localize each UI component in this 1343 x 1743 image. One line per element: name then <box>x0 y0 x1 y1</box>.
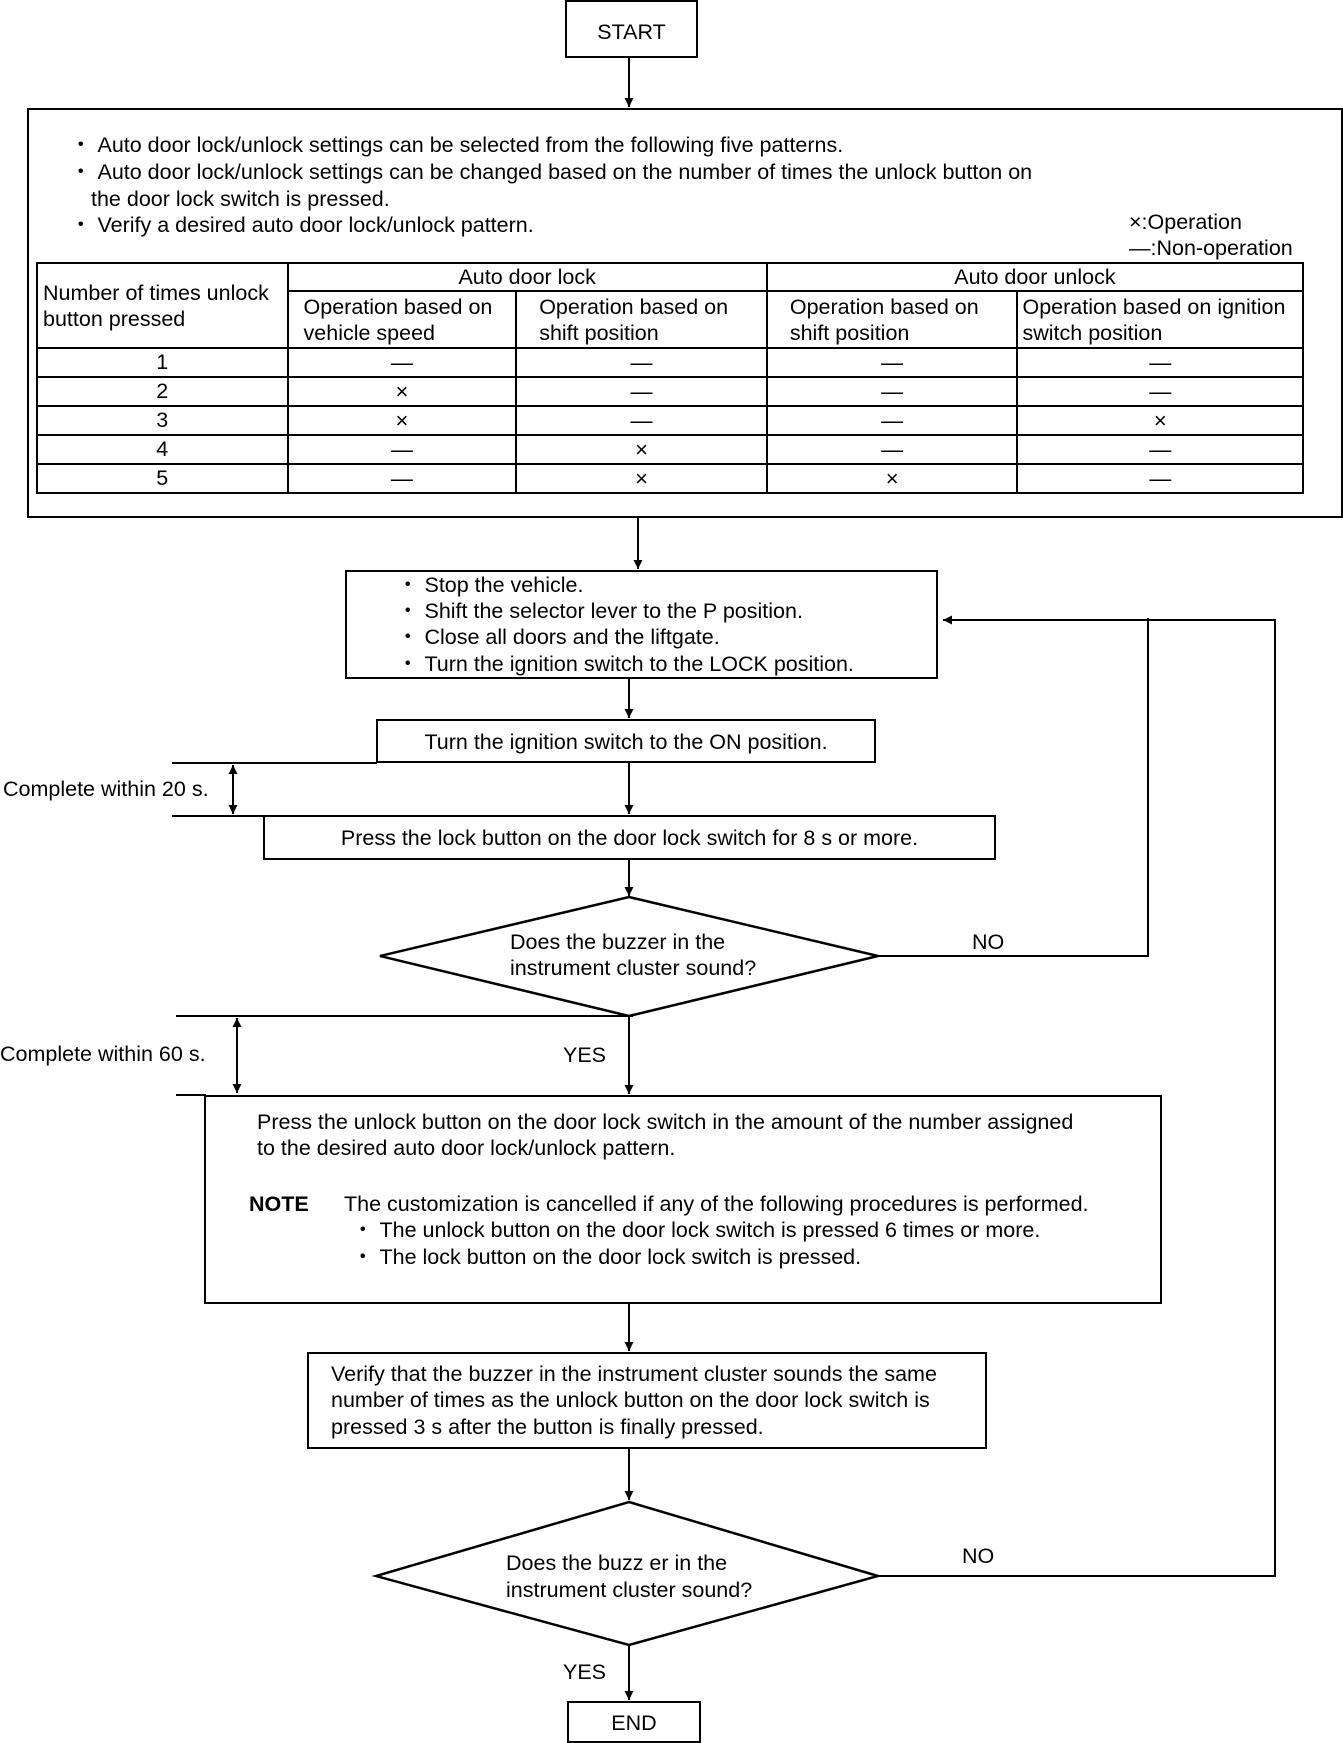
legend-non-operation: —:Non-operation <box>1129 236 1293 260</box>
table-cell: — <box>765 376 1019 407</box>
step3-box: Press the lock button on the door lock s… <box>263 815 996 860</box>
table-cell: — <box>1016 376 1304 407</box>
step2-text: Turn the ignition switch to the ON posit… <box>424 730 828 754</box>
decision1-yes-label: YES <box>563 1043 607 1067</box>
table-cell: × <box>286 405 518 436</box>
pattern-table: Number of times unlock button pressed Au… <box>36 262 1305 494</box>
table-cell: — <box>765 347 1019 378</box>
start-terminal: START <box>565 0 698 58</box>
table-cell: — <box>1016 463 1304 494</box>
step3-text: Press the lock button on the door lock s… <box>340 826 919 850</box>
table-row: 3 × — — × <box>36 405 1304 436</box>
group-auto-lock: Auto door lock <box>286 262 768 292</box>
step5-line-1: Verify that the buzzer in the instrument… <box>331 1362 937 1386</box>
step5-line-3: pressed 3 s after the button is finally … <box>331 1415 764 1439</box>
table-cell: × <box>1016 405 1304 436</box>
table-cell: × <box>765 463 1019 494</box>
step2-box: Turn the ignition switch to the ON posit… <box>376 719 876 763</box>
table-cell-count: 5 <box>36 463 289 494</box>
col-header-text: vehicle speed <box>303 321 436 345</box>
decision2-line-2: instrument cluster sound? <box>506 1578 753 1602</box>
decision1-diamond <box>379 895 879 1018</box>
decision2-line-1: Does the buzz er in the <box>506 1551 728 1575</box>
table-cell-count: 4 <box>36 434 289 465</box>
table-cell-count: 3 <box>36 405 289 436</box>
intro-bullet-2-cont: the door lock switch is pressed. <box>91 187 390 211</box>
table-cell-count: 1 <box>36 347 289 378</box>
note-bullet-1: ・ The unlock button on the door lock swi… <box>352 1218 1041 1242</box>
table-cell: — <box>286 463 518 494</box>
col-header-text: switch position <box>1022 321 1163 345</box>
step1-line-3: ・ Close all doors and the liftgate. <box>397 625 720 649</box>
step1-line-4: ・ Turn the ignition switch to the LOCK p… <box>397 652 854 676</box>
decision2-diamond <box>371 1500 883 1647</box>
loop-decision2-no <box>878 619 1276 1577</box>
decision1-line-1: Does the buzzer in the <box>510 930 726 954</box>
step5-line-2: number of times as the unlock button on … <box>331 1388 930 1412</box>
decision2-no-label: NO <box>962 1544 995 1568</box>
loop-decision1-no <box>878 618 1149 957</box>
table-header-row-1: Number of times unlock button pressed Au… <box>36 262 1305 349</box>
note-bullet-2: ・ The lock button on the door lock switc… <box>352 1245 862 1269</box>
table-row: 5 — × × — <box>36 463 1304 494</box>
row-header-cell: Number of times unlock button pressed <box>36 262 289 349</box>
table-cell: × <box>286 376 518 407</box>
col-header-text: shift position <box>539 321 659 345</box>
decision1-line-2: instrument cluster sound? <box>510 956 757 980</box>
step1-line-1: ・ Stop the vehicle. <box>397 573 584 597</box>
table-cell: — <box>515 405 768 436</box>
table-cell: — <box>1016 347 1304 378</box>
row-header-line1: Number of times unlock <box>43 281 269 305</box>
table-row: 4 — × — — <box>36 434 1304 465</box>
step4-line-1: Press the unlock button on the door lock… <box>257 1110 1074 1134</box>
group-auto-unlock: Auto door unlock <box>765 262 1305 292</box>
legend-operation: ×:Operation <box>1129 210 1242 234</box>
col-header-text: Operation based on <box>539 295 729 319</box>
end-label: END <box>611 1711 657 1735</box>
intro-bullet-1: ・ Auto door lock/unlock settings can be … <box>70 133 844 157</box>
timer1-label: Complete within 20 s. <box>3 777 209 801</box>
table-row: 1 — — — — <box>36 347 1304 378</box>
table-cell: × <box>515 434 768 465</box>
table-cell: — <box>1016 434 1304 465</box>
table-cell: — <box>286 347 518 378</box>
note-label: NOTE <box>249 1192 309 1216</box>
table-cell: — <box>286 434 518 465</box>
table-cell: — <box>515 347 768 378</box>
end-terminal: END <box>567 1701 701 1743</box>
intro-bullet-3: ・ Verify a desired auto door lock/unlock… <box>70 213 534 237</box>
table-cell: — <box>515 376 768 407</box>
table-row: 2 × — — — <box>36 376 1304 407</box>
intro-bullet-2: ・ Auto door lock/unlock settings can be … <box>70 160 1033 184</box>
row-header-line2: button pressed <box>43 307 186 331</box>
timer2-label: Complete within 60 s. <box>0 1042 206 1066</box>
table-cell: — <box>765 434 1019 465</box>
step5-box <box>307 1352 987 1449</box>
step1-box <box>345 570 938 679</box>
step4-line-2: to the desired auto door lock/unlock pat… <box>257 1136 676 1160</box>
col-header-text: Operation based on ignition <box>1022 295 1286 319</box>
decision2-yes-label: YES <box>563 1660 607 1684</box>
start-label: START <box>597 20 666 44</box>
col-header-text: Operation based on <box>303 295 493 319</box>
col-header-text: shift position <box>789 321 910 345</box>
col-header-text: Operation based on <box>789 295 979 319</box>
step1-line-2: ・ Shift the selector lever to the P posi… <box>397 599 803 623</box>
table-cell: — <box>765 405 1019 436</box>
table-cell-count: 2 <box>36 376 289 407</box>
step4-box <box>204 1095 1162 1304</box>
table-cell: × <box>515 463 768 494</box>
note-text: The customization is cancelled if any of… <box>344 1192 1089 1216</box>
decision1-no-label: NO <box>972 930 1005 954</box>
